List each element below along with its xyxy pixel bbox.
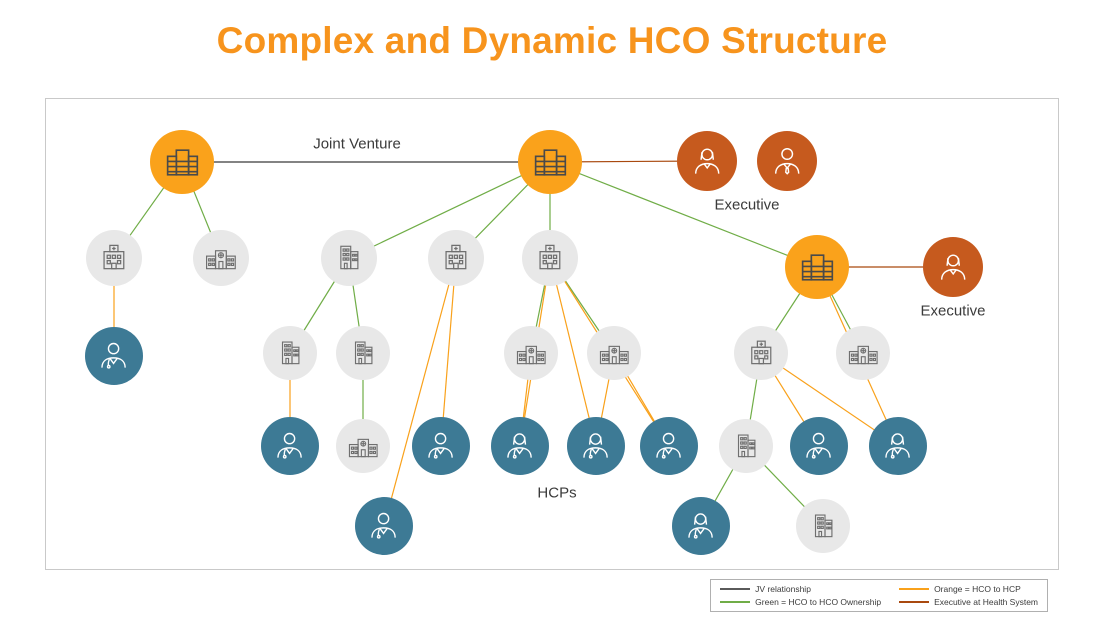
- node-hcp-t4: [491, 417, 549, 475]
- node-hco-b: [518, 130, 582, 194]
- node-hco-c: [785, 235, 849, 299]
- legend-line-swatch-green: [720, 601, 751, 603]
- edge-orange-hco-g5-hcp-t5: [549, 257, 597, 447]
- node-hco-g5: [522, 230, 578, 286]
- legend-line-swatch-orange: [899, 588, 930, 590]
- node-hcp-t6: [640, 417, 698, 475]
- legend-item-green: Green = HCO to HCO Ownership: [720, 597, 881, 607]
- node-hcp-t10: [672, 497, 730, 555]
- label-hcps: HCPs: [537, 484, 577, 502]
- node-hcp-t5: [567, 417, 625, 475]
- node-hco-g6: [263, 326, 317, 380]
- node-hcp-t2: [261, 417, 319, 475]
- edge-green-hco-b-hco-g3: [348, 161, 551, 259]
- edge-orange-hco-g4-hcp-t9: [383, 257, 457, 527]
- label-joint-venture: Joint Venture: [313, 135, 401, 153]
- legend-label-orange: Orange = HCO to HCP: [934, 584, 1021, 594]
- node-hcp-t8: [869, 417, 927, 475]
- legend-item-orange: Orange = HCO to HCP: [899, 584, 1038, 594]
- node-hco-g10: [734, 326, 788, 380]
- node-hco-g1: [86, 230, 142, 286]
- node-hcp-t9: [355, 497, 413, 555]
- node-hco-g8: [504, 326, 558, 380]
- node-exec-1: [677, 131, 737, 191]
- label-executive-right: Executive: [920, 302, 986, 320]
- node-hco-g3: [321, 230, 377, 286]
- node-hco-g13: [719, 419, 773, 473]
- legend-item-jv: JV relationship: [720, 584, 881, 594]
- page-title: Complex and Dynamic HCO Structure: [216, 20, 888, 61]
- node-hco-g2: [193, 230, 249, 286]
- node-hco-g9: [587, 326, 641, 380]
- node-hcp-t7: [790, 417, 848, 475]
- legend-line-swatch-jv: [720, 588, 751, 590]
- node-exec-2: [757, 131, 817, 191]
- node-exec-3: [923, 237, 983, 297]
- legend-item-exec: Executive at Health System: [899, 597, 1038, 607]
- node-hco-g14: [796, 499, 850, 553]
- label-executive-top: Executive: [714, 196, 780, 214]
- legend-label-green: Green = HCO to HCO Ownership: [755, 597, 882, 607]
- node-hco-g11: [836, 326, 890, 380]
- node-hco-g4: [428, 230, 484, 286]
- node-hco-g12: [336, 419, 390, 473]
- edge-green-hco-b-hco-c: [549, 161, 818, 268]
- node-hco-g7: [336, 326, 390, 380]
- node-hco-a: [150, 130, 214, 194]
- legend-label-exec: Executive at Health System: [934, 597, 1038, 607]
- node-hcp-t3: [412, 417, 470, 475]
- edge-orange-hco-g4-hcp-t3: [440, 257, 457, 447]
- legend-label-jv: JV relationship: [755, 584, 811, 594]
- node-hcp-t1: [85, 327, 143, 385]
- legend-line-swatch-exec: [899, 601, 930, 603]
